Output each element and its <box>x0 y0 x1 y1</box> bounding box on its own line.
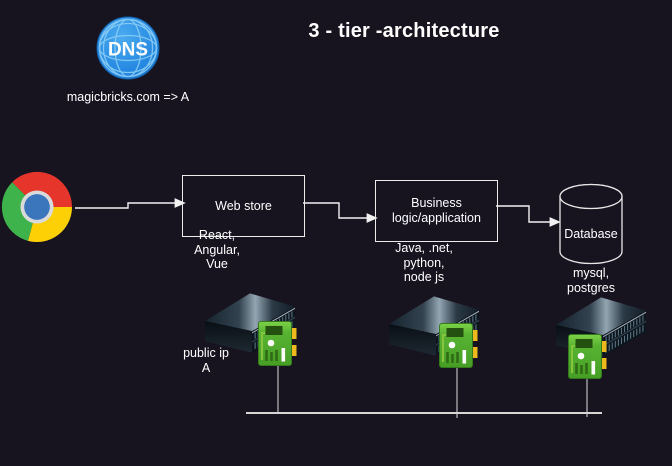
database-label: Database <box>564 227 618 241</box>
business-logic-box-label: Business logic/application <box>392 196 481 225</box>
business-logic-box: Business logic/application <box>375 180 498 242</box>
arrow-business-to-database <box>496 205 561 227</box>
webstore-tech-label: React, Angular, Vue <box>194 228 240 271</box>
network-card-icon <box>257 320 298 367</box>
webstore-box-label: Web store <box>215 198 272 213</box>
business-tech-label: Java, .net, python, node js <box>395 241 453 284</box>
network-card-icon <box>567 333 608 380</box>
network-card-icon <box>438 322 479 369</box>
arrow-browser-to-webstore <box>75 198 186 209</box>
database-tech-label: mysql, postgres <box>567 266 615 295</box>
database-cylinder-icon <box>557 182 625 266</box>
dns-icon: DNS <box>96 16 160 80</box>
dns-icon-text: DNS <box>108 40 148 61</box>
chrome-browser-icon <box>1 171 73 243</box>
arrow-webstore-to-business <box>303 202 378 223</box>
dns-record-label: magicbricks.com => A <box>66 90 190 104</box>
public-ip-label: public ip A <box>183 346 229 375</box>
page-title: 3 - tier -architecture <box>308 20 500 42</box>
